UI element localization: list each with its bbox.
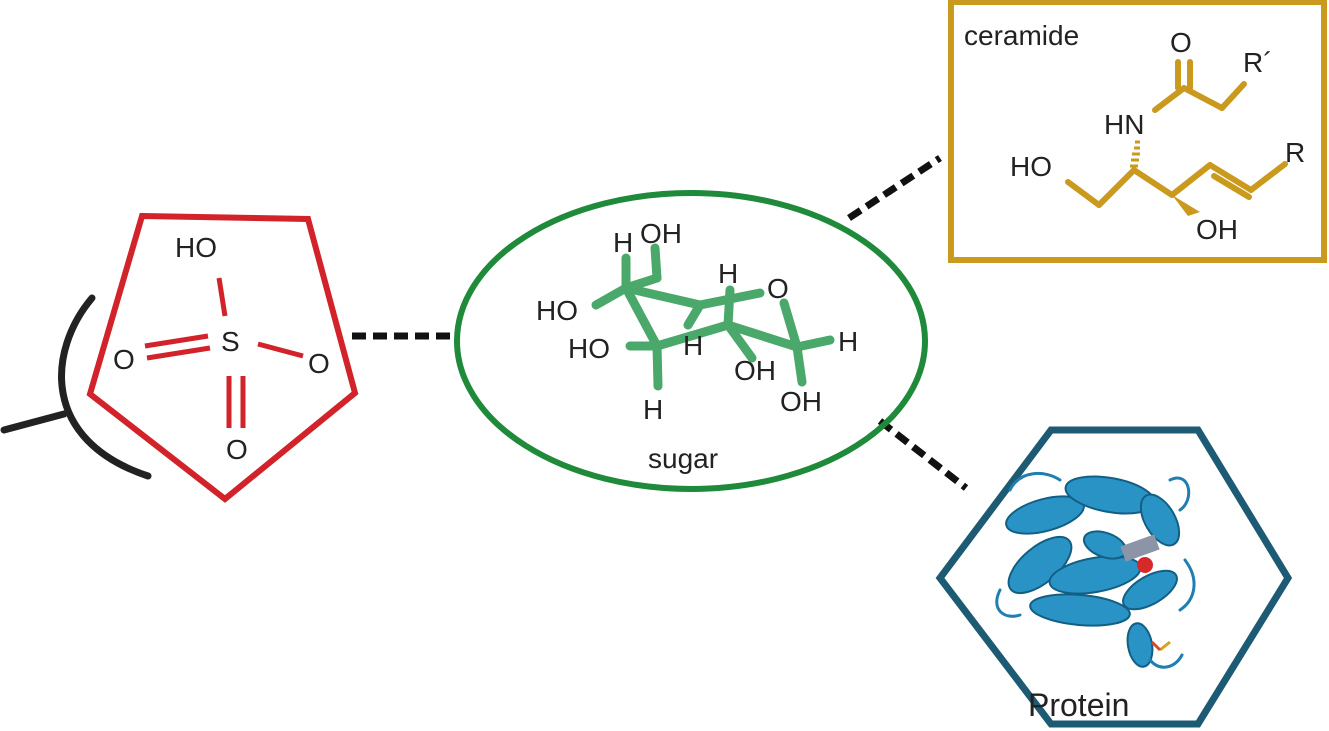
heme-ligand: [1120, 534, 1171, 652]
protein-hexagon: [935, 426, 1293, 728]
protein-ribbon-icon: [995, 471, 1196, 669]
sugar-h-center-label: H: [683, 330, 703, 361]
ceramide-bonds: [1065, 59, 1288, 208]
linkers: [352, 155, 969, 491]
protein-group: Protein: [935, 426, 1293, 728]
sulfate-group: HO S O O O: [86, 212, 359, 503]
sugar-group: H OH H O HO HO H H OH OH H sugar: [454, 190, 928, 492]
sugar-h-top-label: H: [613, 227, 633, 258]
sulfate-ho-label: HO: [175, 232, 217, 263]
sulfate-s-label: S: [221, 326, 240, 357]
ceramide-label: ceramide: [964, 20, 1079, 51]
ceramide-box: [948, 0, 1327, 263]
bracket-stem: [0, 410, 68, 434]
sulfate-o-right-label: O: [308, 348, 330, 379]
ceramide-solid-wedge: [1172, 195, 1200, 216]
sulfate-bonds: [144, 277, 304, 428]
ceramide-r-label: R: [1285, 137, 1305, 168]
ceramide-group: ceramide O R´ HN HO R OH: [948, 0, 1327, 263]
sugar-ho-left2-label: HO: [568, 333, 610, 364]
sulfate-pentagon: [86, 212, 359, 503]
sugar-h-right-label: H: [838, 326, 858, 357]
sugar-oh-mid-label: OH: [734, 355, 776, 386]
ceramide-r-prime-label: R´: [1243, 47, 1273, 78]
sugar-ellipse: [454, 190, 928, 492]
ceramide-oh-label: OH: [1196, 214, 1238, 245]
linker-sugar-protein: [877, 418, 969, 491]
sugar-ring-o-label: O: [767, 273, 789, 304]
linker-sugar-ceramide: [847, 155, 942, 221]
ceramide-hashed-wedge: [1130, 140, 1140, 168]
protein-label: Protein: [1028, 687, 1129, 723]
sulfate-o-left-label: O: [113, 344, 135, 375]
sugar-oh-bottom-label: OH: [780, 386, 822, 417]
ceramide-hn-label: HN: [1104, 109, 1144, 140]
sugar-ring-bonds: [591, 243, 835, 391]
ceramide-ho-label: HO: [1010, 151, 1052, 182]
membrane-bracket: [0, 294, 152, 480]
sugar-ho-left-label: HO: [536, 295, 578, 326]
bracket-arc: [58, 294, 152, 480]
ceramide-o-label: O: [1170, 27, 1192, 58]
sugar-label: sugar: [648, 443, 718, 474]
sugar-h-mid-label: H: [718, 258, 738, 289]
sulfate-o-bottom-label: O: [226, 434, 248, 465]
sugar-oh-top-label: OH: [640, 218, 682, 249]
sugar-h-bottom-label: H: [643, 394, 663, 425]
